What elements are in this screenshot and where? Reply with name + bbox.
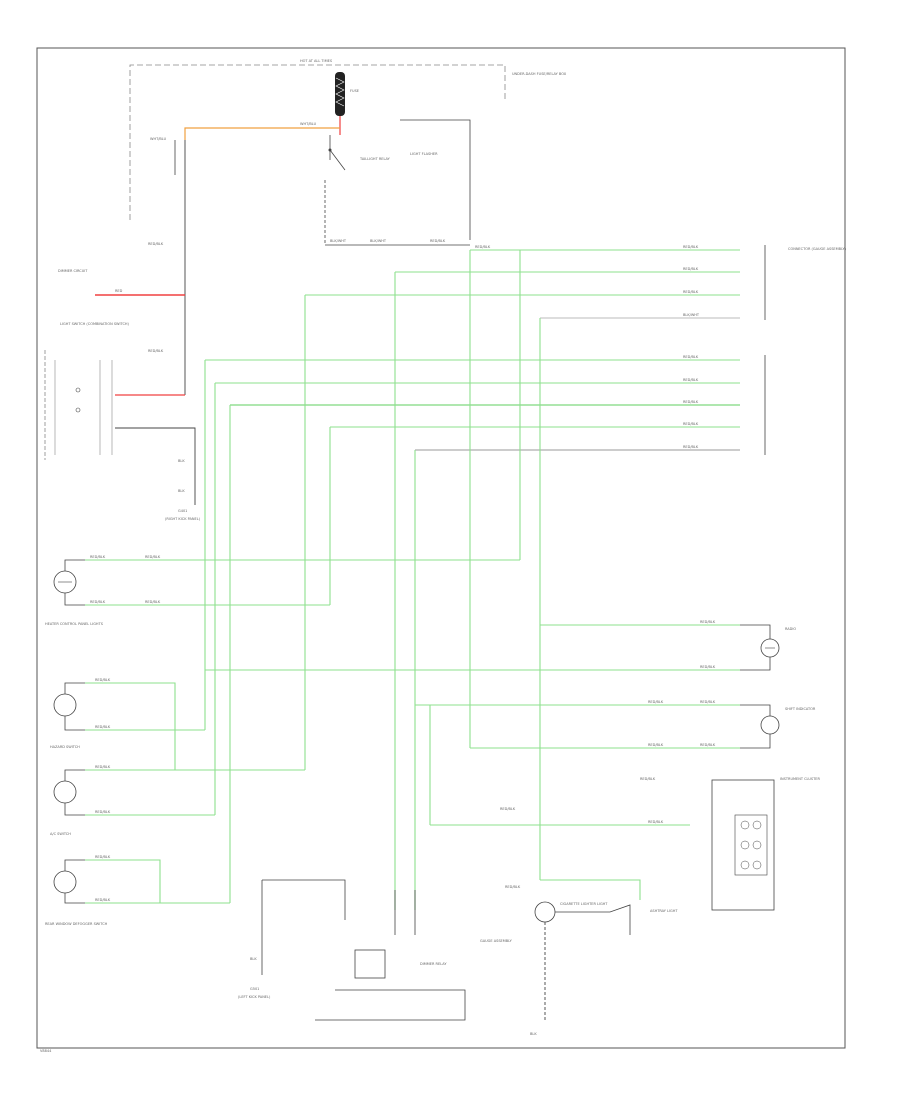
- wire-left-low-label: RED/BLK: [148, 349, 164, 353]
- wire-r1-label: RED/BLK: [683, 245, 699, 249]
- wire-radio1-label: RED/BLK: [700, 620, 716, 624]
- wire-r4-label: BLK/WHT: [683, 313, 700, 317]
- wire-orange: [184, 127, 340, 140]
- radio-label: RADIO: [785, 627, 796, 631]
- under-dash-box-label: UNDER-DASH FUSE/RELAY BOX: [512, 72, 567, 76]
- wire-ic-label: RED/BLK: [500, 807, 516, 811]
- dimmer-relay-box: [261, 879, 466, 1021]
- wire-def2-label: RED/BLK: [95, 898, 111, 902]
- cigarette-lighter-label: CIGARETTE LIGHTER LIGHT: [560, 902, 608, 906]
- shift-indicator-bulb-icon: [740, 704, 780, 749]
- wire-ic1-label: RED/BLK: [640, 777, 656, 781]
- wire-shift1-label: RED/BLK: [648, 700, 664, 704]
- dimmer-circuit-label: DIMMER CIRCUIT: [58, 269, 88, 273]
- wire-r6-label: RED/BLK: [683, 378, 699, 382]
- wire-relay-out1-label: BLK/WHT: [330, 239, 347, 243]
- wire-heater4-label: RED/BLK: [145, 600, 161, 604]
- relay-box-outline: [400, 119, 471, 240]
- instrument-cluster-label: INSTRUMENT CLUSTER: [780, 777, 820, 781]
- light-switch-combination: [44, 350, 113, 460]
- heater-control-bulb-icon: [53, 559, 85, 606]
- ground-g401-text: (RIGHT KICK PANEL): [165, 517, 201, 521]
- wire-radio2-label: RED/BLK: [700, 665, 716, 669]
- wire-r7-label: RED/BLK: [683, 400, 699, 404]
- fuse-box-top-label: HOT AT ALL TIMES: [300, 59, 333, 63]
- wire-heater2-label: RED/BLK: [145, 555, 161, 559]
- wire-orange-label: WHT/BLU: [300, 122, 317, 126]
- rear-defogger-label: REAR WINDOW DEFOGGER SWITCH: [45, 922, 108, 926]
- wire-shift3-label: RED/BLK: [648, 743, 664, 747]
- wire-left-top-label: WHT/BLU: [150, 137, 167, 141]
- shift-indicator-label: SHIFT INDICATOR: [785, 707, 816, 711]
- radio-bulb-icon: [740, 624, 780, 671]
- wire-haz2-label: RED/BLK: [95, 725, 111, 729]
- hazard-switch-label: HAZARD SWITCH: [50, 745, 80, 749]
- taillight-relay: [324, 135, 346, 245]
- wire-ac1-label: RED/BLK: [95, 765, 111, 769]
- hazard-switch-bulb-icon: [53, 682, 85, 731]
- wire-heater3-label: RED/BLK: [90, 600, 106, 604]
- ground-g501-label: G501: [250, 987, 259, 991]
- ashtray-light-label: ASHTRAY LIGHT: [650, 909, 678, 913]
- page-code: V8844: [40, 1049, 52, 1053]
- connector-right-label: CONNECTOR (GAUGE ASSEMBLY): [788, 247, 847, 251]
- wire-relay-out3-label: RED/BLK: [430, 239, 446, 243]
- wire-r2-label: RED/BLK: [683, 267, 699, 271]
- wire-r10-label: RED/BLK: [475, 245, 491, 249]
- cigarette-lighter-icon: [534, 901, 631, 1020]
- wire-haz1-label: RED/BLK: [95, 678, 111, 682]
- wire-ac2-label: RED/BLK: [95, 810, 111, 814]
- gauge-assembly-label: GAUGE ASSEMBLY: [480, 939, 513, 943]
- wire-heater1-label: RED/BLK: [90, 555, 106, 559]
- rear-defogger-bulb-icon: [53, 859, 85, 904]
- wire-shift2-label: RED/BLK: [700, 700, 716, 704]
- light-flasher-label: LIGHT FLASHER: [410, 152, 438, 156]
- fuse-icon: [335, 72, 345, 135]
- left-sw-blk1-label: BLK: [178, 459, 185, 463]
- wire-switch-blk: [115, 427, 196, 505]
- ac-switch-label: A/C SWITCH: [50, 832, 71, 836]
- wire-r5-label: RED/BLK: [683, 355, 699, 359]
- wire-relay-out2-label: BLK/WHT: [370, 239, 387, 243]
- fuse-box-outline: [129, 64, 506, 220]
- light-switch-combo-top: LIGHT SWITCH (COMBINATION SWITCH): [60, 322, 130, 326]
- wire-red-label: RED: [115, 289, 123, 293]
- wire-def1-label: RED/BLK: [95, 855, 111, 859]
- taillight-relay-label: TAILLIGHT RELAY: [359, 157, 391, 161]
- wire-blk-bottom-label: BLK: [250, 957, 257, 961]
- dimmer-relay-label: DIMMER RELAY: [420, 962, 447, 966]
- green-wire-bus: [85, 249, 740, 910]
- wire-blk-bottom2-label: BLK: [530, 1032, 537, 1036]
- heater-control-label: HEATER CONTROL PANEL LIGHTS: [45, 622, 104, 626]
- wire-r9-label: RED/BLK: [683, 445, 699, 449]
- ac-switch-bulb-icon: [53, 769, 85, 816]
- wire-left-mid-label: RED/BLK: [148, 242, 164, 246]
- wire-r3-label: RED/BLK: [683, 290, 699, 294]
- instrument-cluster-box: [711, 779, 775, 911]
- wire-cig-label: RED/BLK: [505, 885, 521, 889]
- wire-shift4-label: RED/BLK: [700, 743, 716, 747]
- fuse-label: FUSE: [350, 89, 359, 93]
- diagram-frame: [36, 47, 846, 1049]
- left-sw-blk2-label: BLK: [178, 489, 185, 493]
- ground-g401-label: G401: [178, 509, 187, 513]
- wire-r8-label: RED/BLK: [683, 422, 699, 426]
- ground-bottom-text: (LEFT KICK PANEL): [238, 995, 271, 999]
- wire-ic2-label: RED/BLK: [648, 820, 664, 824]
